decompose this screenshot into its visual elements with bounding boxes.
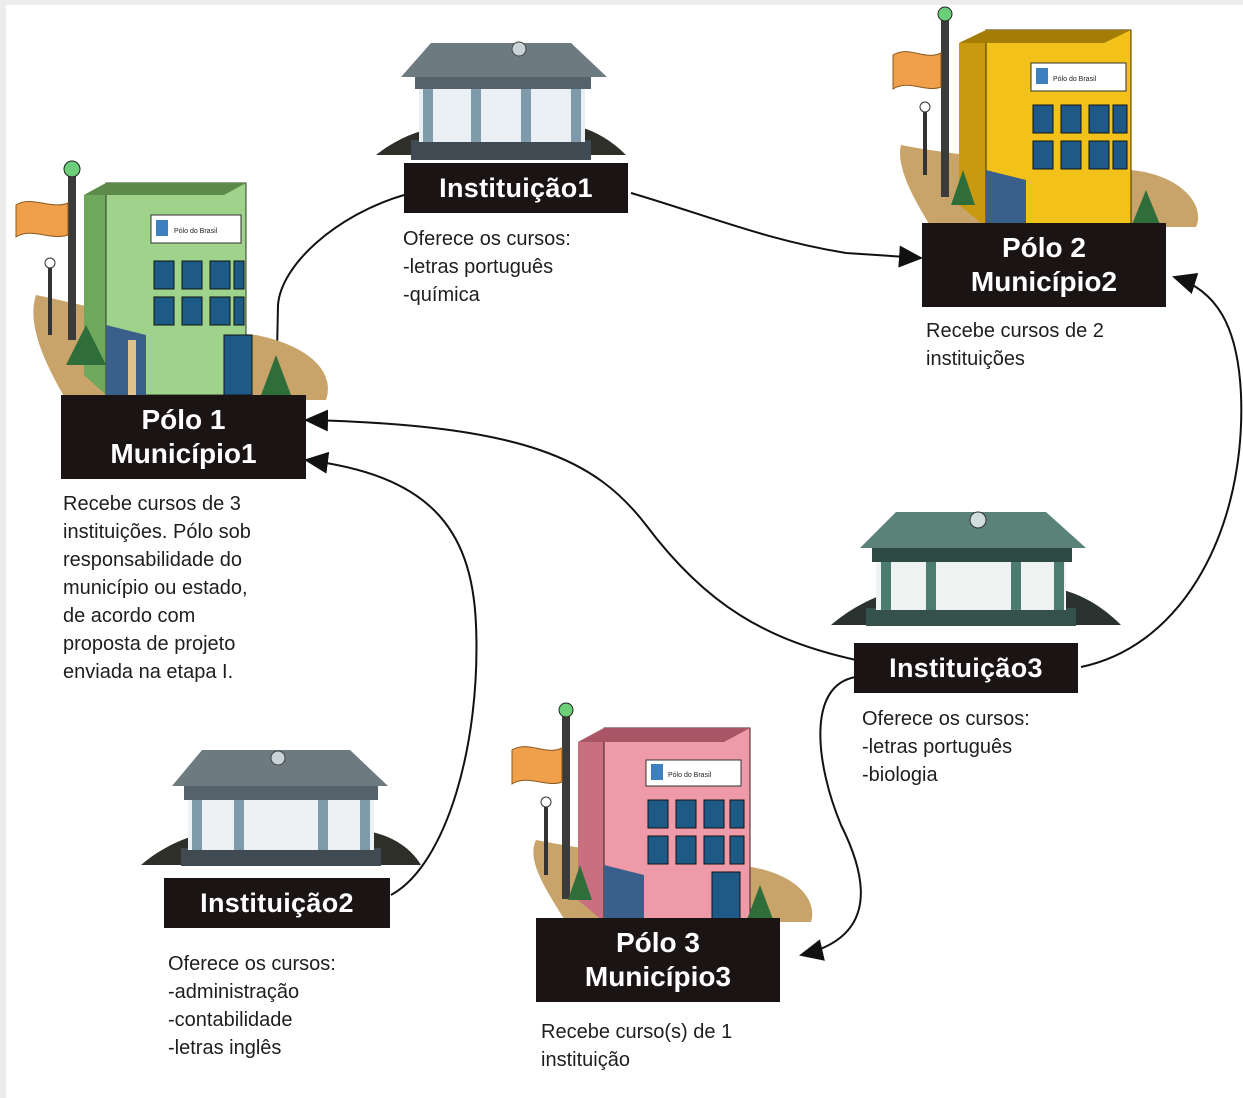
building-sign: Pólo do Brasil bbox=[1053, 76, 1097, 83]
arrow-inst1-polo1 bbox=[265, 194, 405, 402]
institution-label: Instituição3 bbox=[854, 643, 1078, 693]
polo-description: Recebe curso(s) de 1 instituição bbox=[541, 1021, 733, 1071]
building-sign: Pólo do Brasil bbox=[174, 228, 218, 235]
arrow-inst3-polo1 bbox=[304, 409, 857, 661]
diagram-canvas: Pólo do Brasil Pólo do Brasil bbox=[6, 5, 1243, 1098]
connector-layer bbox=[265, 192, 1243, 961]
polo-description: Recebe cursos de 3 instituições. Pólo so… bbox=[63, 493, 251, 683]
office-building-icon: Pólo do Brasil bbox=[892, 6, 1199, 228]
institution-courses: Oferece os cursos: -letras português -bi… bbox=[862, 708, 1030, 786]
polo-label: Pólo 3 Município3 bbox=[536, 918, 780, 1002]
arrow-inst1-polo2 bbox=[630, 192, 923, 268]
arrow-inst3-polo3 bbox=[799, 676, 862, 961]
institution-building-icon bbox=[141, 750, 421, 866]
institution-building-icon bbox=[376, 41, 626, 160]
polo-label: Pólo 1 Município1 bbox=[61, 395, 306, 479]
office-building-icon: Pólo do Brasil bbox=[15, 160, 328, 400]
institution-label: Instituição2 bbox=[164, 878, 390, 928]
arrow-inst3-polo2 bbox=[1080, 273, 1243, 668]
polo-label: Pólo 2 Município2 bbox=[922, 223, 1166, 307]
office-building-icon: Pólo do Brasil bbox=[511, 702, 813, 923]
institution-courses: Oferece os cursos: -administração -conta… bbox=[168, 953, 336, 1059]
polo-description: Recebe cursos de 2 instituições bbox=[926, 320, 1104, 370]
building-sign: Pólo do Brasil bbox=[668, 772, 712, 779]
arrow-inst2-polo1 bbox=[304, 451, 478, 896]
institution-label: Instituição1 bbox=[404, 163, 628, 213]
institution-building-icon bbox=[831, 511, 1121, 626]
institution-courses: Oferece os cursos: -letras português -qu… bbox=[403, 228, 571, 306]
